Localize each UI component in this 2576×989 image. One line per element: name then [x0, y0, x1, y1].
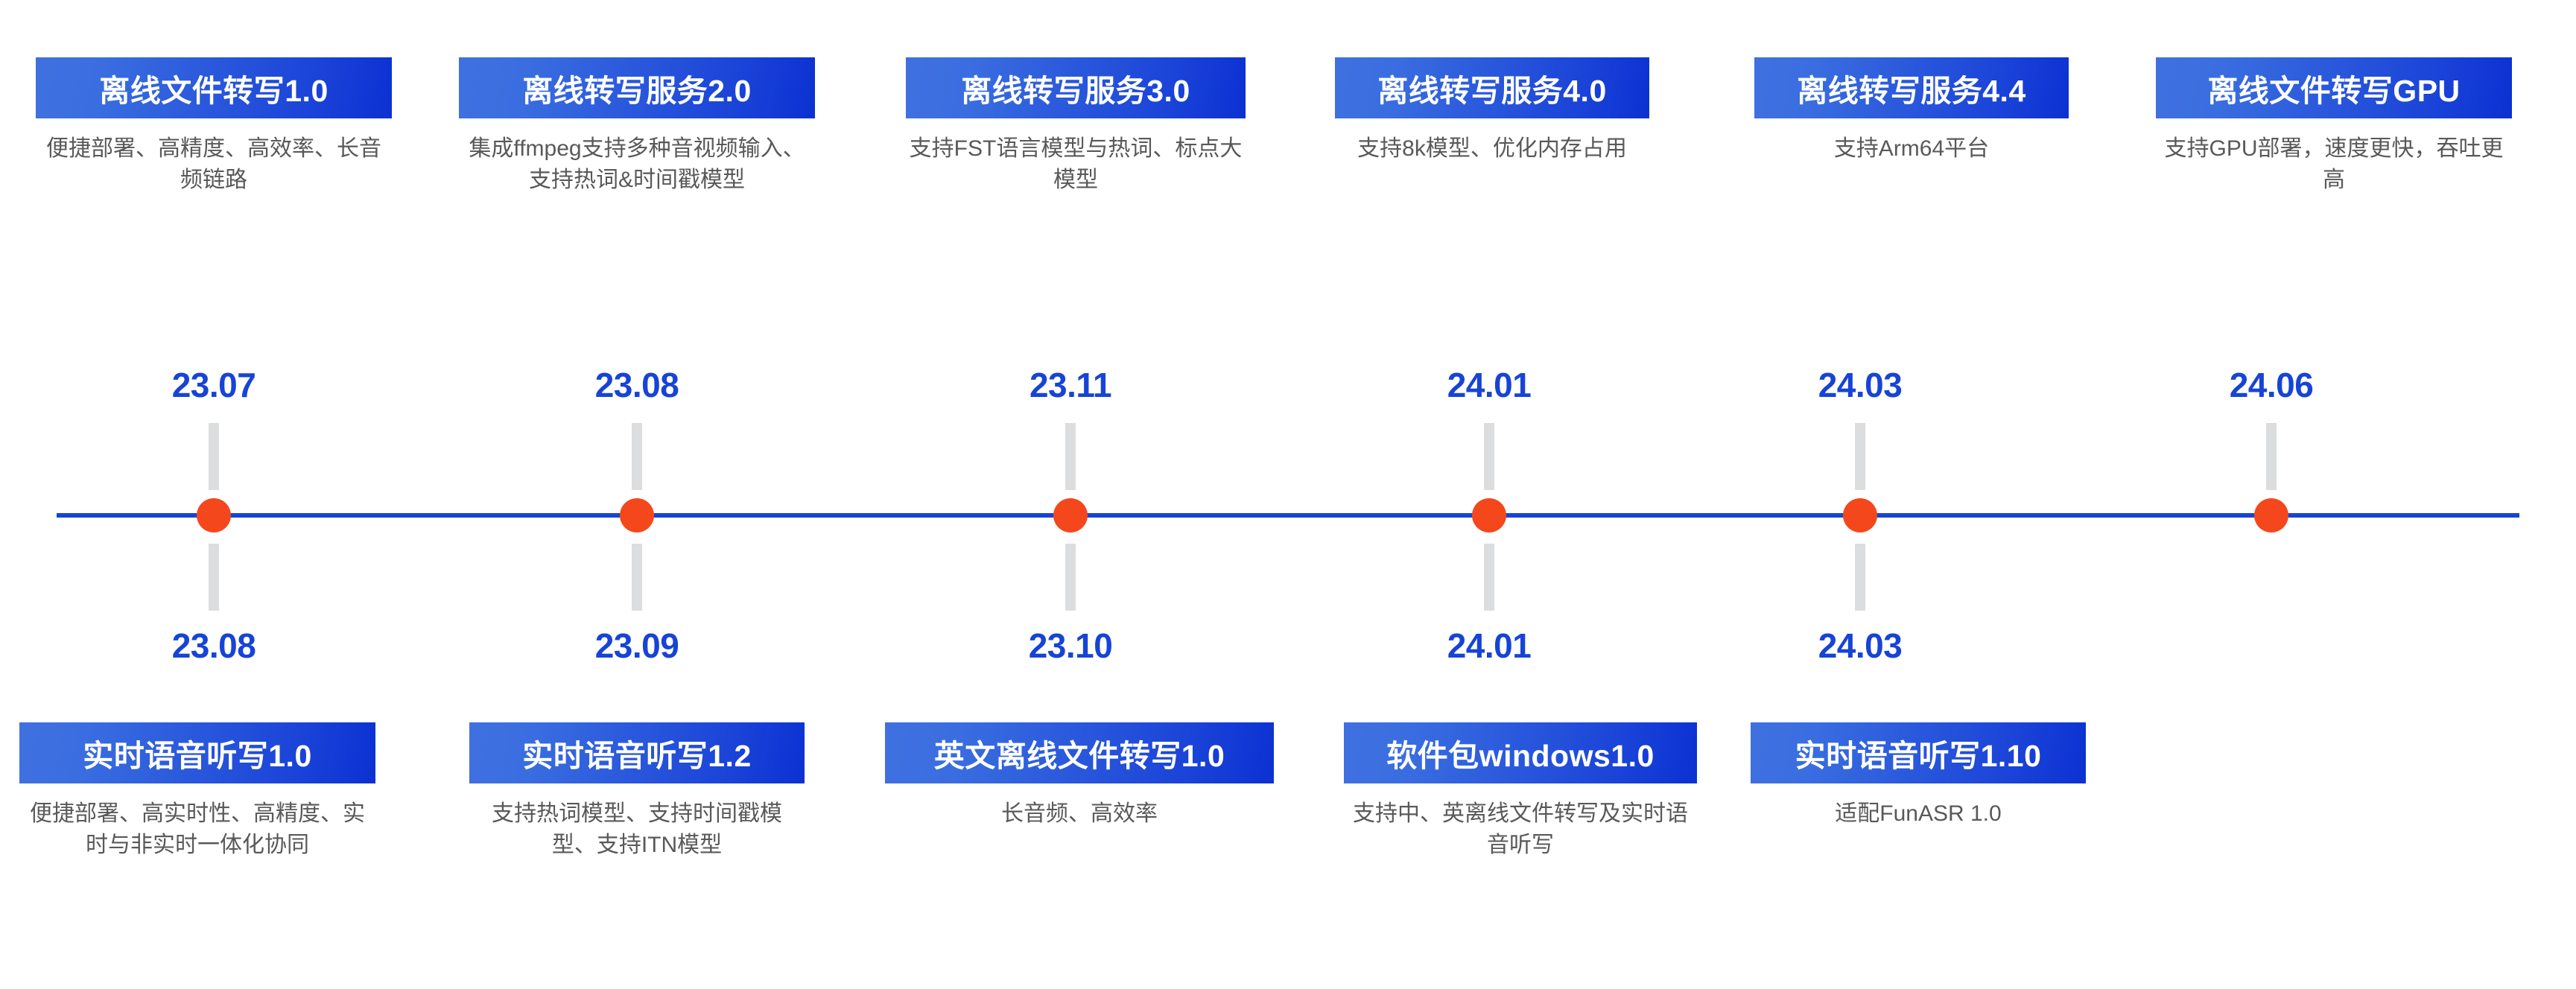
card-description: 长音频、高效率: [1001, 801, 1158, 826]
timeline-connector-up-4: [1484, 423, 1494, 490]
milestone-card-top-3[interactable]: 离线转写服务3.0 支持FST语言模型与热词、标点大模型: [906, 57, 1246, 196]
timeline-connector-down-2: [632, 544, 642, 611]
timeline-connector-down-4: [1484, 544, 1494, 611]
timeline-marker-dot-4[interactable]: [1472, 498, 1506, 532]
card-description: 便捷部署、高精度、高效率、长音频链路: [46, 136, 381, 192]
date-label-above-1: 23.07: [171, 366, 256, 404]
card-title-banner: 离线文件转写1.0: [36, 57, 392, 118]
card-title-banner: 软件包windows1.0: [1344, 722, 1697, 783]
date-label-below-1: 23.08: [171, 626, 256, 665]
timeline-connector-up-3: [1065, 423, 1076, 490]
milestone-card-bottom-4[interactable]: 软件包windows1.0 支持中、英离线文件转写及实时语音听写: [1344, 722, 1697, 861]
timeline-connector-up-2: [632, 423, 642, 490]
card-title-banner: 英文离线文件转写1.0: [885, 722, 1274, 783]
card-description: 支持8k模型、优化内存占用: [1357, 136, 1627, 161]
timeline-connector-up-5: [1855, 423, 1865, 490]
milestone-card-top-6[interactable]: 离线文件转写GPU 支持GPU部署，速度更快，吞吐更高: [2156, 57, 2512, 196]
date-label-below-5: 24.03: [1818, 626, 1903, 665]
card-title-banner: 实时语音听写1.10: [1751, 722, 2086, 783]
card-title-banner: 离线转写服务3.0: [906, 57, 1246, 118]
card-title-banner: 离线转写服务2.0: [459, 57, 815, 118]
timeline-marker-dot-2[interactable]: [620, 498, 654, 532]
date-label-below-3: 23.10: [1028, 626, 1113, 665]
timeline-marker-dot-3[interactable]: [1053, 498, 1088, 532]
timeline-connector-up-6: [2266, 423, 2277, 490]
milestone-card-top-1[interactable]: 离线文件转写1.0 便捷部署、高精度、高效率、长音频链路: [36, 57, 392, 196]
timeline-marker-dot-1[interactable]: [197, 498, 231, 532]
milestone-card-top-2[interactable]: 离线转写服务2.0 集成ffmpeg支持多种音视频输入、支持热词&时间戳模型: [459, 57, 815, 196]
timeline-connector-down-5: [1855, 544, 1865, 611]
card-description: 支持GPU部署，速度更快，吞吐更高: [2164, 136, 2504, 192]
timeline-marker-dot-6[interactable]: [2254, 498, 2288, 532]
date-label-below-2: 23.09: [594, 626, 679, 665]
milestone-card-bottom-5[interactable]: 实时语音听写1.10 适配FunASR 1.0: [1751, 722, 2086, 830]
card-description: 便捷部署、高实时性、高精度、实时与非实时一体化协同: [30, 801, 365, 857]
date-label-above-3: 23.11: [1029, 366, 1112, 404]
card-description: 集成ffmpeg支持多种音视频输入、支持热词&时间戳模型: [469, 136, 805, 192]
card-title-banner: 实时语音听写1.2: [469, 722, 805, 783]
milestone-card-bottom-1[interactable]: 实时语音听写1.0 便捷部署、高实时性、高精度、实时与非实时一体化协同: [19, 722, 375, 861]
card-title-banner: 离线转写服务4.0: [1335, 57, 1649, 118]
timeline-marker-dot-5[interactable]: [1843, 498, 1877, 532]
timeline-axis-line: [57, 513, 2519, 518]
card-title-banner: 实时语音听写1.0: [19, 722, 375, 783]
milestone-card-top-4[interactable]: 离线转写服务4.0 支持8k模型、优化内存占用: [1335, 57, 1649, 165]
date-label-above-5: 24.03: [1818, 366, 1903, 404]
card-description: 适配FunASR 1.0: [1835, 801, 2002, 826]
milestone-card-top-5[interactable]: 离线转写服务4.4 支持Arm64平台: [1754, 57, 2069, 165]
card-title-banner: 离线转写服务4.4: [1754, 57, 2069, 118]
milestone-card-bottom-3[interactable]: 英文离线文件转写1.0 长音频、高效率: [885, 722, 1274, 830]
date-label-above-2: 23.08: [594, 366, 679, 404]
card-description: 支持热词模型、支持时间戳模型、支持ITN模型: [492, 801, 782, 857]
timeline-connector-down-3: [1065, 544, 1076, 611]
milestone-card-bottom-2[interactable]: 实时语音听写1.2 支持热词模型、支持时间戳模型、支持ITN模型: [469, 722, 805, 861]
date-label-above-4: 24.01: [1447, 366, 1532, 404]
timeline-connector-up-1: [209, 423, 219, 490]
timeline-connector-down-1: [209, 544, 219, 611]
card-description: 支持中、英离线文件转写及实时语音听写: [1353, 801, 1688, 857]
card-description: 支持FST语言模型与热词、标点大模型: [909, 136, 1243, 192]
date-label-below-4: 24.01: [1447, 626, 1532, 665]
card-description: 支持Arm64平台: [1833, 136, 1990, 161]
date-label-above-6: 24.06: [2229, 366, 2314, 404]
card-title-banner: 离线文件转写GPU: [2156, 57, 2512, 118]
